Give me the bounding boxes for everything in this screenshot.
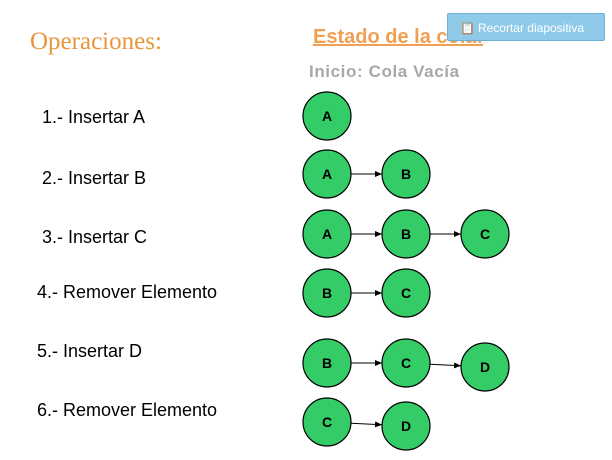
queue-node-s5-B: B bbox=[302, 338, 352, 388]
queue-node-label: A bbox=[322, 108, 332, 124]
queue-node-s5-C: C bbox=[381, 338, 431, 388]
queue-node-circle bbox=[302, 91, 352, 141]
initial-state-label: Inicio: Cola Vacía bbox=[309, 62, 460, 81]
queue-node-label: C bbox=[401, 355, 411, 371]
queue-node-label: A bbox=[322, 166, 332, 182]
operation-3: 3.- Insertar C bbox=[42, 227, 148, 247]
queue-node-label: C bbox=[401, 285, 411, 301]
queue-node-s4-B: B bbox=[302, 268, 352, 318]
queue-node-circle bbox=[381, 401, 431, 451]
operation-2: 2.- Insertar B bbox=[42, 168, 147, 188]
queue-node-label: C bbox=[480, 226, 490, 242]
queue-state-heading: Estado de la cola: bbox=[313, 26, 484, 48]
queue-node-label: B bbox=[322, 355, 332, 371]
queue-node-circle bbox=[302, 268, 352, 318]
queue-node-circle bbox=[302, 338, 352, 388]
operation-4: 4.- Remover Elemento bbox=[37, 282, 218, 302]
queue-node-circle bbox=[381, 149, 431, 199]
queue-node-s3-B: B bbox=[381, 209, 431, 259]
queue-node-circle bbox=[302, 209, 352, 259]
queue-node-circle bbox=[381, 209, 431, 259]
queue-node-label: B bbox=[401, 166, 411, 182]
queue-node-circle bbox=[460, 209, 510, 259]
queue-node-label: C bbox=[322, 414, 332, 430]
queue-node-label: D bbox=[401, 418, 411, 434]
queue-node-s5-D: D bbox=[460, 342, 510, 392]
queue-node-circle bbox=[302, 149, 352, 199]
clip-slide-button-label: Recortar diapositiva bbox=[477, 21, 585, 35]
queue-node-s2-A: A bbox=[302, 149, 352, 199]
queue-node-label: A bbox=[322, 226, 332, 242]
queue-node-label: B bbox=[322, 285, 332, 301]
clipboard-icon: 📋 bbox=[460, 21, 475, 35]
queue-node-circle bbox=[302, 397, 352, 447]
queue-node-s3-C: C bbox=[460, 209, 510, 259]
arrow-s5-C-to-s5-D bbox=[429, 362, 462, 369]
queue-node-label: D bbox=[480, 359, 490, 375]
queue-node-s6-C: C bbox=[302, 397, 352, 447]
queue-node-s2-B: B bbox=[381, 149, 431, 199]
queue-node-label: B bbox=[401, 226, 411, 242]
operation-6: 6.- Remover Elemento bbox=[37, 400, 218, 420]
queue-node-circle bbox=[460, 342, 510, 392]
queue-node-s6-D: D bbox=[381, 401, 431, 451]
clip-slide-button[interactable]: 📋Recortar diapositiva bbox=[447, 13, 605, 41]
queue-node-circle bbox=[381, 338, 431, 388]
operation-5: 5.- Insertar D bbox=[37, 341, 143, 361]
slide-title: Operaciones: bbox=[30, 28, 162, 55]
queue-node-s1-A: A bbox=[302, 91, 352, 141]
queue-node-s4-C: C bbox=[381, 268, 431, 318]
operation-1: 1.- Insertar A bbox=[42, 107, 146, 127]
queue-node-circle bbox=[381, 268, 431, 318]
queue-node-s3-A: A bbox=[302, 209, 352, 259]
arrow-s6-C-to-s6-D bbox=[350, 421, 383, 428]
